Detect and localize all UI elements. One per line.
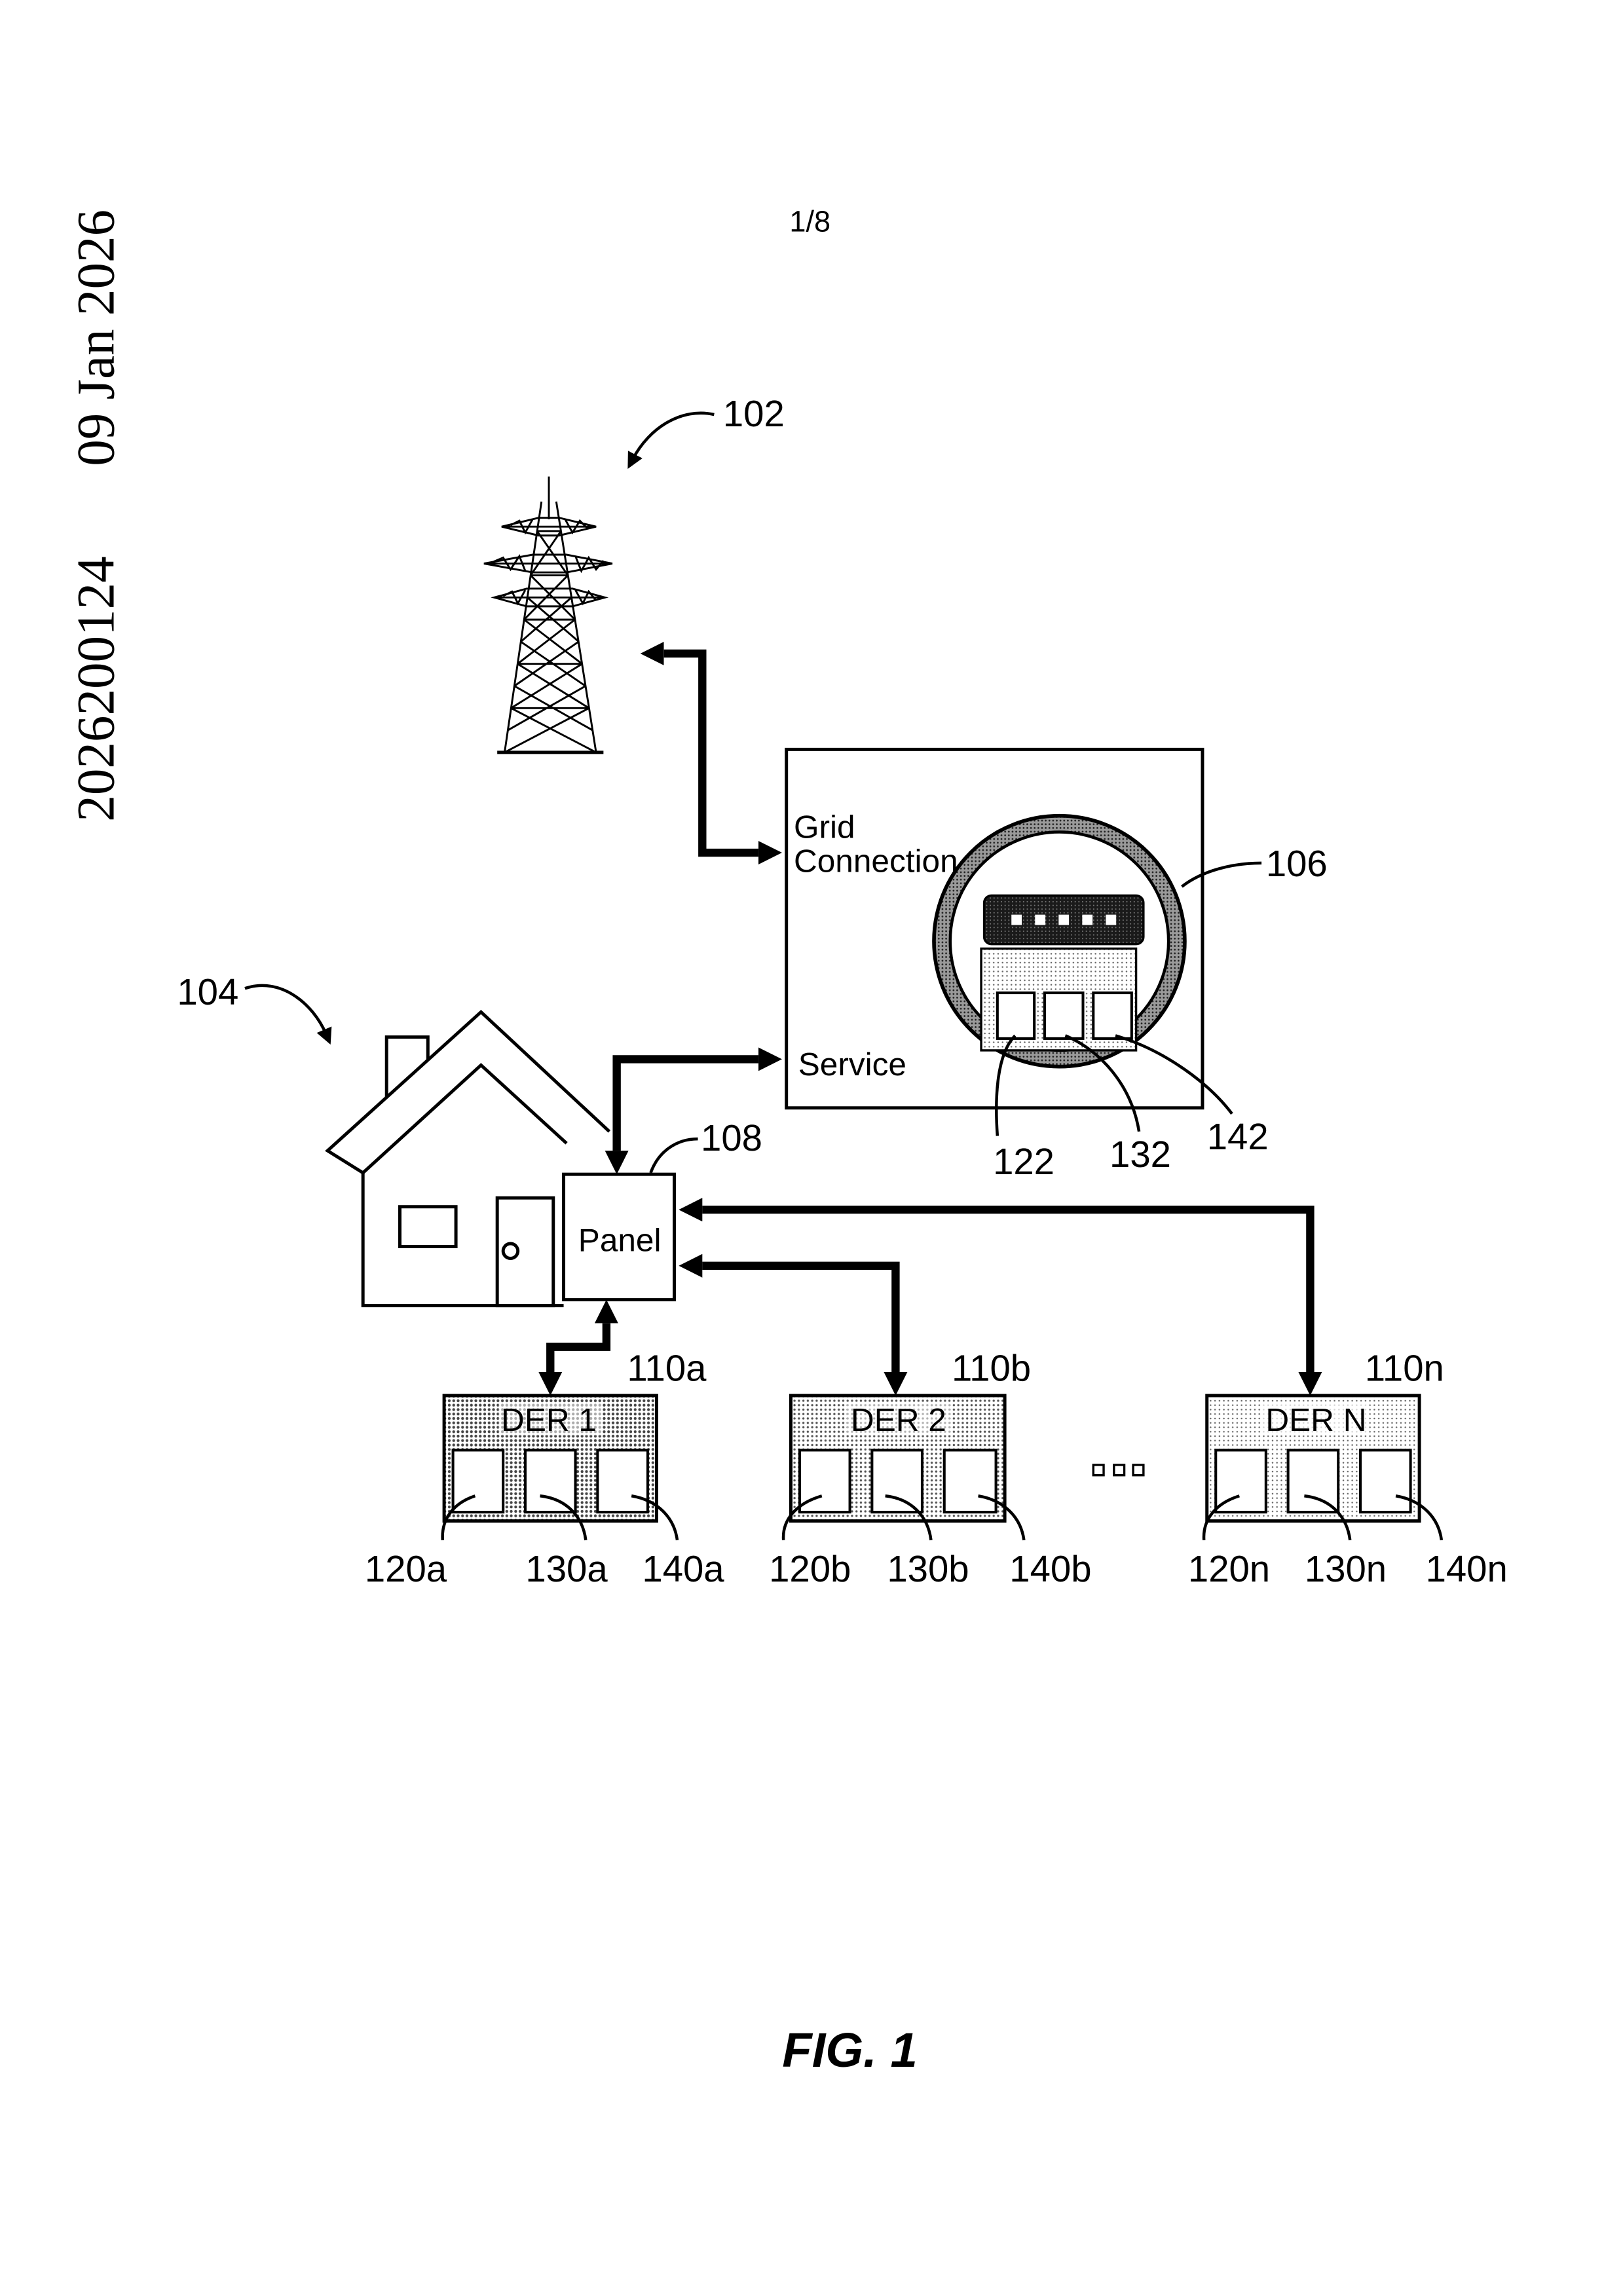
meter-component-132 <box>1045 993 1083 1039</box>
ref-label-120b: 120b <box>769 1548 851 1589</box>
house-door-knob <box>503 1244 518 1259</box>
meter-component-122 <box>998 993 1034 1039</box>
der-component-140n <box>1360 1450 1411 1512</box>
ref-label-132: 132 <box>1110 1134 1171 1175</box>
figure-caption: FIG. 1 <box>782 2023 918 2077</box>
ref-label-home: 104 <box>177 971 238 1012</box>
panel-label: Panel <box>578 1221 662 1258</box>
filing-date: 09 Jan 2026 <box>66 210 125 466</box>
ref-label-130a: 130a <box>525 1548 608 1589</box>
der-component-130b <box>872 1450 922 1512</box>
house-door <box>497 1198 553 1305</box>
der-unit-2: DER 2 <box>791 1396 1005 1521</box>
ref-label-panel: 108 <box>701 1117 762 1158</box>
meter-icon <box>934 816 1185 1067</box>
panel-to-der-2-arrow <box>702 1266 895 1372</box>
ref-label-142: 142 <box>1207 1116 1269 1157</box>
der-label: DER N <box>1265 1401 1366 1438</box>
meter-display-digit <box>1106 915 1116 925</box>
house-roof <box>327 1012 609 1173</box>
home-ref-arrow <box>245 986 326 1034</box>
house-wall <box>363 1173 563 1306</box>
ref-label-grid: 102 <box>723 393 785 434</box>
meter-display-digit <box>1082 915 1092 925</box>
der-component-140a <box>597 1450 648 1512</box>
grid-connection-label-line1: Grid <box>794 809 855 845</box>
grid-ref-arrow <box>633 413 714 459</box>
meter-display-digit <box>1011 915 1022 925</box>
ref-label-120a: 120a <box>365 1548 447 1589</box>
grid-connection-label-line2: Connection <box>794 842 958 879</box>
service-label: Service <box>798 1046 906 1083</box>
der-component-130n <box>1288 1450 1339 1512</box>
ref-label-meter: 106 <box>1266 843 1328 884</box>
house-window <box>400 1207 456 1247</box>
application-number: 2026200124 <box>66 556 125 821</box>
meter-display-digit <box>1035 915 1045 925</box>
der-label: DER 1 <box>501 1401 597 1438</box>
der-component-140b <box>944 1450 996 1512</box>
transmission-tower-icon <box>484 477 612 752</box>
ref-label-122: 122 <box>993 1141 1054 1182</box>
der-unit-n: DER N <box>1207 1396 1419 1521</box>
der-component-130a <box>525 1450 576 1512</box>
sheet-number: 1/8 <box>789 205 830 238</box>
grid-to-meter-arrow <box>664 654 758 853</box>
ref-label-140b: 140b <box>1009 1548 1091 1589</box>
meter-display-digit <box>1058 915 1069 925</box>
ref-label-130b: 130b <box>887 1548 969 1589</box>
ref-label-110n: 110n <box>1365 1348 1444 1389</box>
panel-ref-leader <box>650 1139 698 1173</box>
ref-label-110b: 110b <box>952 1348 1031 1389</box>
ellipsis-icon <box>1093 1465 1144 1475</box>
ref-label-140a: 140a <box>642 1548 724 1589</box>
ref-label-140n: 140n <box>1426 1548 1508 1589</box>
meter-component-142 <box>1093 993 1132 1039</box>
panel-to-der-1-arrow <box>550 1324 606 1372</box>
ref-label-110a: 110a <box>627 1348 707 1389</box>
ref-label-120n: 120n <box>1188 1548 1270 1589</box>
der-label: DER 2 <box>851 1401 946 1438</box>
ref-label-130n: 130n <box>1305 1548 1387 1589</box>
der-unit-1: DER 1 <box>444 1396 656 1521</box>
